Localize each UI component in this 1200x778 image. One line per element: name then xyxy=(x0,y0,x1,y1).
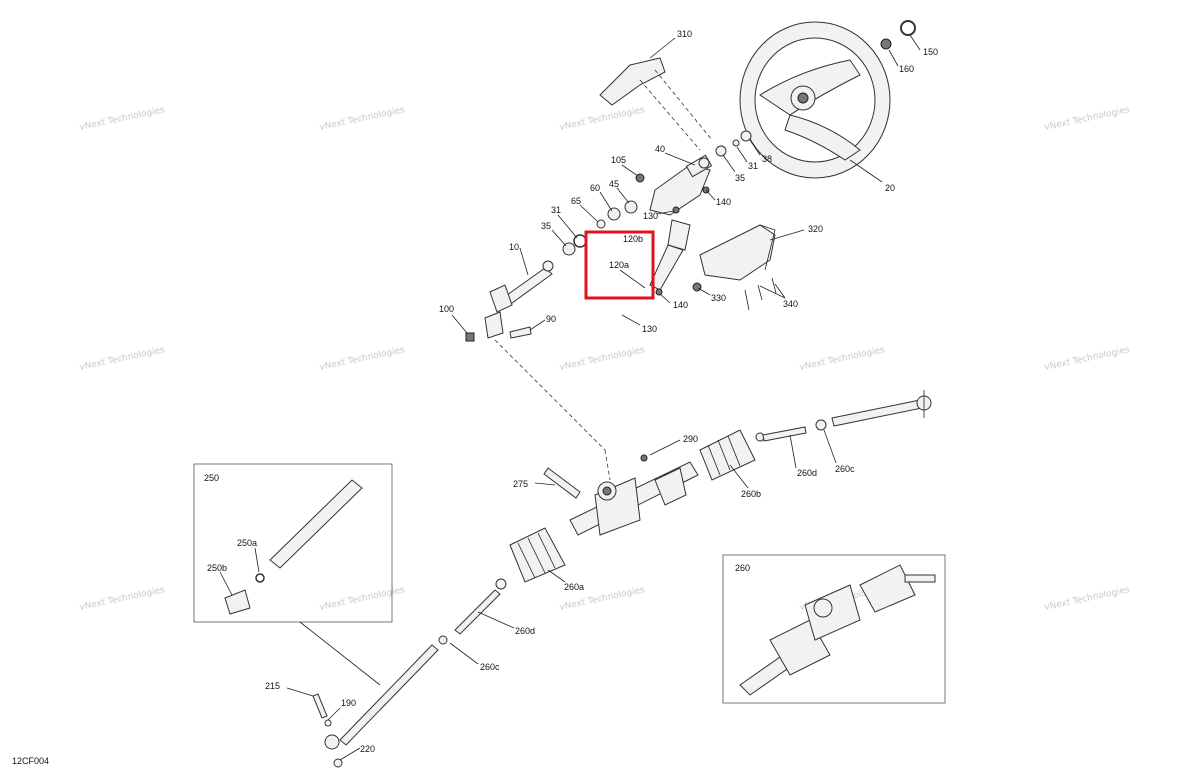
callout-275: 275 xyxy=(513,479,528,489)
callout-290: 290 xyxy=(683,434,698,444)
tie-rod-left xyxy=(312,644,439,768)
steering-wheel-hardware xyxy=(715,20,916,157)
inner-tie-rod-right xyxy=(755,419,827,442)
watermark: vNext Technologies xyxy=(559,345,646,373)
callout-45: 45 xyxy=(609,179,619,189)
inset-250 xyxy=(193,463,393,686)
callout-65: 65 xyxy=(571,196,581,206)
column-cover-upper xyxy=(599,57,666,106)
watermark: vNext Technologies xyxy=(799,345,886,373)
column-cover-lower xyxy=(692,224,777,311)
watermark: vNext Technologies xyxy=(79,585,166,613)
highlight-box xyxy=(584,230,655,300)
callout-260a: 260a xyxy=(564,582,584,592)
bellows-right xyxy=(699,429,756,481)
callout-31: 31 xyxy=(551,205,561,215)
watermark: vNext Technologies xyxy=(79,105,166,133)
callout-100: 100 xyxy=(439,304,454,314)
leader-lines xyxy=(219,34,921,761)
callout-31: 31 xyxy=(748,161,758,171)
callout-310: 310 xyxy=(677,29,692,39)
callout-260b: 260b xyxy=(741,489,761,499)
watermark: vNext Technologies xyxy=(319,345,406,373)
callout-250b: 250b xyxy=(207,563,227,573)
callout-260d: 260d xyxy=(797,468,817,478)
steering-rack xyxy=(569,461,699,536)
callout-150: 150 xyxy=(923,47,938,57)
rack-bolt xyxy=(543,454,648,499)
tie-rod-right xyxy=(831,390,932,427)
intermediate-shaft xyxy=(465,260,554,342)
callout-340: 340 xyxy=(783,299,798,309)
inset-260 xyxy=(722,554,946,704)
callout-250a: 250a xyxy=(237,538,257,548)
diagram-code: 12CF004 xyxy=(12,756,49,766)
callout-120b: 120b xyxy=(623,234,643,244)
bellows-left xyxy=(509,527,566,583)
callout-140: 140 xyxy=(716,197,731,207)
callout-330: 330 xyxy=(711,293,726,303)
steering-column-support xyxy=(649,154,713,216)
callout-190: 190 xyxy=(341,698,356,708)
callout-10: 10 xyxy=(509,242,519,252)
callout-260c: 260c xyxy=(480,662,500,672)
callout-130: 130 xyxy=(643,211,658,221)
callout-215: 215 xyxy=(265,681,280,691)
callout-160: 160 xyxy=(899,64,914,74)
watermark: vNext Technologies xyxy=(319,585,406,613)
callout-140: 140 xyxy=(673,300,688,310)
watermark: vNext Technologies xyxy=(1044,105,1131,133)
callout-260c: 260c xyxy=(835,464,855,474)
tilt-actuator xyxy=(649,219,691,296)
callout-38: 38 xyxy=(762,154,772,164)
watermark: vNext Technologies xyxy=(1044,345,1131,373)
callout-35: 35 xyxy=(541,221,551,231)
callout-260d: 260d xyxy=(515,626,535,636)
callout-90: 90 xyxy=(546,314,556,324)
callout-130: 130 xyxy=(642,324,657,334)
callout-35: 35 xyxy=(735,173,745,183)
steering-wheel xyxy=(739,21,891,179)
callout-220: 220 xyxy=(360,744,375,754)
callout-250: 250 xyxy=(204,473,219,483)
callout-320: 320 xyxy=(808,224,823,234)
callout-20: 20 xyxy=(885,183,895,193)
watermark: vNext Technologies xyxy=(319,105,406,133)
watermark: vNext Technologies xyxy=(79,345,166,373)
watermarks: vNext Technologies vNext Technologies vN… xyxy=(79,105,1131,613)
callout-105: 105 xyxy=(611,155,626,165)
callout-40: 40 xyxy=(655,144,665,154)
callout-260: 260 xyxy=(735,563,750,573)
callouts: 310 150 160 20 38 31 35 40 105 60 45 65 … xyxy=(204,29,938,754)
watermark: vNext Technologies xyxy=(1044,585,1131,613)
callout-120a: 120a xyxy=(609,260,629,270)
watermark: vNext Technologies xyxy=(559,105,646,133)
callout-60: 60 xyxy=(590,183,600,193)
inner-tie-rod-left xyxy=(438,578,507,645)
